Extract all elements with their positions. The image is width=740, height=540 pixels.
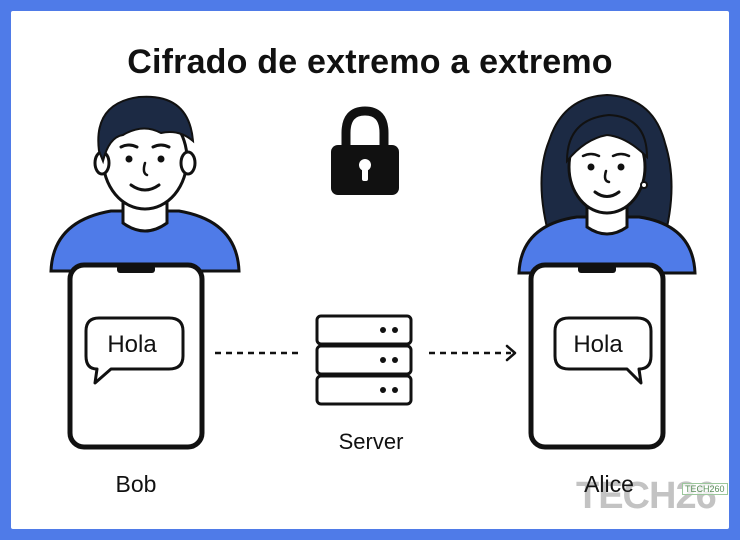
lock-icon bbox=[331, 106, 399, 195]
chat-bubble-bob-icon bbox=[84, 316, 185, 385]
watermark-badge: TECH260 bbox=[682, 483, 728, 495]
bob-label: Bob bbox=[115, 471, 157, 497]
server-icon bbox=[315, 314, 413, 406]
alice-label: Alice bbox=[584, 471, 634, 497]
bob-message: Hola bbox=[107, 331, 157, 358]
arrow-right-icon bbox=[429, 344, 517, 362]
diagram-card: Cifrado de extremo a extremo bbox=[11, 11, 729, 529]
person-bob-icon bbox=[49, 95, 241, 273]
watermark: TECH26 TECH260 bbox=[576, 471, 728, 521]
diagram-title: Cifrado de extremo a extremo bbox=[127, 43, 613, 81]
chat-bubble-alice-icon bbox=[553, 316, 653, 385]
alice-message: Hola bbox=[573, 331, 623, 358]
server-label: Server bbox=[338, 429, 404, 454]
diagram-artwork bbox=[49, 93, 697, 450]
watermark-brand: TECH26 bbox=[576, 475, 717, 517]
person-alice-icon bbox=[517, 93, 697, 275]
